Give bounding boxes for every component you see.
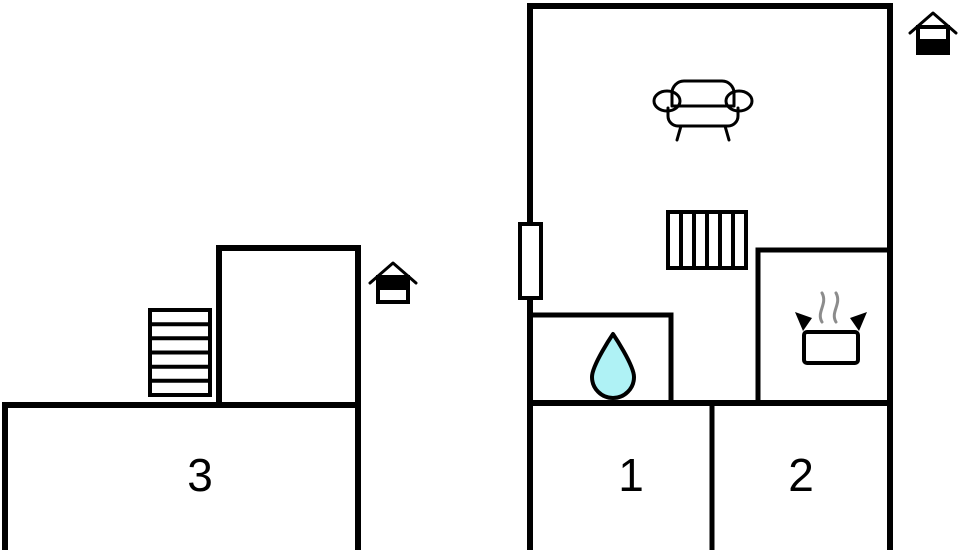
room-label-2: 2: [788, 449, 814, 501]
cooking-pot-icon: [795, 291, 867, 365]
plan-ground-floor: 1 2: [518, 3, 958, 550]
house-icon: [368, 261, 418, 304]
ground-floor-outline: [527, 3, 893, 550]
bathroom-partition-wall: [530, 312, 674, 403]
room-label-1: 1: [618, 449, 644, 501]
stairs-icon: [148, 308, 212, 397]
house-icon: [908, 11, 958, 55]
window-icon: [518, 222, 543, 300]
sofa-icon: [652, 79, 754, 142]
plan-upper-floor: 3: [2, 245, 418, 550]
upper-floor-outline: [2, 245, 361, 550]
kitchen-partition-wall: [755, 247, 890, 403]
room-label-3: 3: [187, 449, 213, 501]
water-droplet-icon: [590, 332, 636, 400]
stairs-icon: [666, 210, 748, 270]
